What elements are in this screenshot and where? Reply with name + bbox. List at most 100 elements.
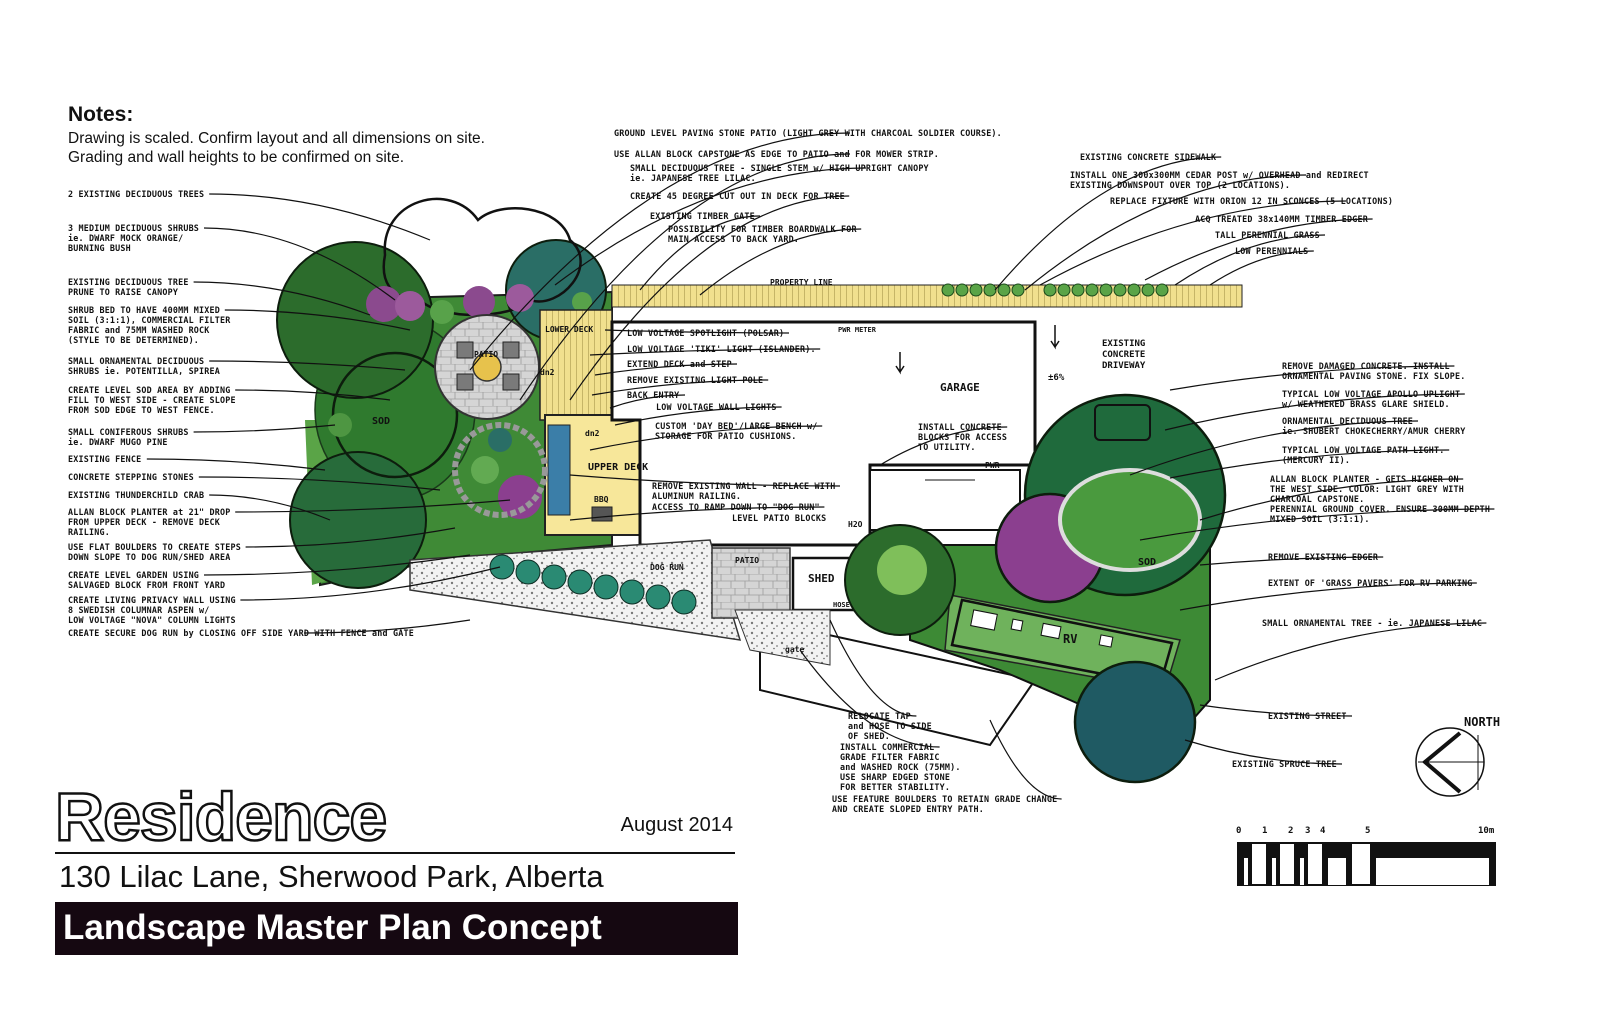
rv-window-1 — [970, 609, 998, 631]
right-annotations-6-line-0: REMOVE EXISTING EDGER — [1268, 552, 1379, 562]
left-annotations-11-leader — [245, 527, 456, 548]
patio-chair-3 — [456, 373, 474, 391]
right-top-annotations-1-leader — [1024, 174, 1307, 291]
center-annotations-8-line-0: ACCESS TO RAMP DOWN TO "DOG RUN" — [652, 502, 820, 512]
left-annotations-1-line-0: 3 MEDIUM DECIDUOUS SHRUBS — [68, 223, 199, 233]
label-patio: PATIO — [474, 350, 498, 359]
label-sod-1: SOD — [372, 416, 390, 427]
label-lower-deck: LOWER DECK — [545, 325, 593, 334]
top-annotations-3-line-0: CREATE 45 DEGREE CUT OUT IN DECK FOR TRE… — [630, 191, 845, 201]
timber-boardwalk — [611, 284, 1243, 308]
right-annotations-5-leader — [1139, 508, 1495, 541]
label-driveway-3: DRIVEWAY — [1102, 361, 1146, 371]
bottom-annotations-2-line-1: AND CREATE SLOPED ENTRY PATH. — [832, 804, 984, 814]
left-annotations-10-line-0: ALLAN BLOCK PLANTER at 21" DROP — [68, 507, 231, 517]
label-slope: ±6% — [1048, 373, 1065, 383]
rv-window-2 — [1010, 618, 1024, 632]
label-property-line: PROPERTY LINE — [770, 278, 833, 287]
right-annotations-4-line-0: ALLAN BLOCK PLANTER - GETS HIGHER ON — [1270, 474, 1459, 484]
center-annotations-10-line-0: INSTALL CONCRETE — [918, 422, 1002, 432]
garage-utility — [869, 469, 1021, 531]
shrub-small-5 — [328, 413, 352, 437]
top-annotations-0-leader — [469, 132, 851, 371]
title-divider — [55, 852, 735, 854]
center-annotations-2-line-0: EXTEND DECK and STEP — [627, 359, 732, 369]
left-annotations-1-line-1: ie. DWARF MOCK ORANGE/ — [68, 233, 183, 243]
left-annotations-0-line-0: 2 EXISTING DECIDUOUS TREES — [68, 189, 204, 199]
right-top-annotations-4-line-0: TALL PERENNIAL GRASS — [1215, 230, 1320, 240]
label-h2o: H2O — [848, 520, 863, 529]
gravel-strip — [734, 609, 831, 666]
top-annotations-5-line-0: POSSIBILITY FOR TIMBER BOARDWALK FOR — [668, 224, 857, 234]
right-annotations-5-line-0: PERENNIAL GROUND COVER. ENSURE 300MM DEP… — [1270, 504, 1490, 514]
right-top-annotations-1-line-1: EXISTING DOWNSPOUT OVER TOP (2 LOCATIONS… — [1070, 180, 1290, 190]
right-annotations-9-line-0: EXISTING STREET — [1268, 711, 1347, 721]
right-annotations-2-line-0: ORNAMENTAL DECIDUOUS TREE — [1282, 416, 1413, 426]
right-annotations-4-line-1: THE WEST SIDE. COLOR: LIGHT GREY WITH — [1270, 484, 1464, 494]
left-annotations-11-line-1: DOWN SLOPE TO DOG RUN/SHED AREA — [68, 552, 231, 562]
bottom-annotations-2-leader — [989, 719, 1062, 800]
left-annotations-5-line-0: CREATE LEVEL SOD AREA BY ADDING — [68, 385, 231, 395]
left-annotations-1-line-2: BURNING BUSH — [68, 243, 131, 253]
center-annotations-3-line-0: REMOVE EXISTING LIGHT POLE — [627, 375, 763, 385]
left-annotations-5-line-2: FROM SOD EDGE TO WEST FENCE. — [68, 405, 215, 415]
right-annotations-2-leader — [1129, 420, 1419, 476]
top-annotations-5-line-1: MAIN ACCESS TO BACK YARD. — [668, 234, 799, 244]
left-annotations-11-line-0: USE FLAT BOULDERS TO CREATE STEPS — [68, 542, 241, 552]
center-annotations-6-leader — [589, 425, 823, 451]
left-annotations-13-line-2: LOW VOLTAGE "NOVA" COLUMN LIGHTS — [68, 615, 236, 625]
right-annotations-5-line-1: MIXED SOIL (3:1:1). — [1270, 514, 1370, 524]
right-annotations-7-leader — [1179, 582, 1477, 611]
center-annotations-4-leader — [609, 394, 686, 409]
center-annotations-10-line-2: TO UTILITY. — [918, 442, 976, 452]
left-annotations-3-line-1: SOIL (3:1:1), COMMERCIAL FILTER — [68, 315, 231, 325]
center-annotations-7-line-1: ALUMINUM RAILING. — [652, 491, 741, 501]
label-shed: SHED — [808, 572, 835, 585]
plan-name: Landscape Master Plan Concept — [63, 908, 602, 947]
right-annotations-3-leader — [1169, 449, 1450, 479]
site-address: 130 Lilac Lane, Sherwood Park, Alberta — [59, 859, 604, 894]
left-annotations-13-leader — [240, 566, 501, 601]
label-dog-run: DOG RUN — [650, 563, 684, 572]
backyard-area — [276, 197, 641, 589]
label-rv: RV — [1063, 632, 1077, 646]
label-upper-deck: UPPER DECK — [588, 462, 648, 473]
left-annotations-14-leader — [303, 619, 471, 634]
left-annotations-2-line-1: PRUNE TO RAISE CANOPY — [68, 287, 179, 297]
notes-title: Notes: — [68, 103, 134, 126]
left-annotations-3-line-3: (STYLE TO BE DETERMINED). — [68, 335, 199, 345]
left-annotations-6-leader — [193, 424, 336, 433]
center-annotations-7-line-0: REMOVE EXISTING WALL - REPLACE WITH — [652, 481, 835, 491]
slope-arrow — [895, 352, 905, 375]
bottom-annotations-1-leader — [799, 649, 940, 748]
label-sod-2: SOD — [1138, 557, 1156, 568]
patio-chair-2 — [502, 341, 520, 359]
scale-tick-3: 3 — [1305, 826, 1310, 836]
label-patio-small: PATIO — [735, 556, 759, 565]
tree-near-shed-inner — [877, 545, 927, 595]
left-annotations-2-line-0: EXISTING DECIDUOUS TREE — [68, 277, 189, 287]
top-annotations: GROUND LEVEL PAVING STONE PATIO (LIGHT G… — [469, 128, 1002, 401]
shrub-small-1 — [430, 300, 454, 324]
left-annotations-2-leader — [193, 281, 371, 316]
shrub-purple-5 — [498, 475, 542, 519]
existing-spruce-tree — [1073, 660, 1197, 784]
right-annotations-10-line-0: EXISTING SPRUCE TREE — [1232, 759, 1337, 769]
shrub-small-2 — [572, 292, 592, 312]
top-annotations-4-leader — [639, 215, 761, 291]
right-annotations-0-line-1: ORNAMENTAL PAVING STONE. FIX SLOPE. — [1282, 371, 1465, 381]
existing-tree-sw — [289, 451, 427, 589]
slope-arrow-2 — [1050, 325, 1060, 350]
notes-line-1: Drawing is scaled. Confirm layout and al… — [68, 130, 485, 147]
label-driveway-2: CONCRETE — [1102, 350, 1145, 360]
notes-line-2: Grading and wall heights to be confirmed… — [68, 149, 405, 166]
left-annotations-6-line-0: SMALL CONIFEROUS SHRUBS — [68, 427, 189, 437]
right-annotations-8-leader — [1214, 622, 1487, 681]
shrub-small-3 — [471, 456, 499, 484]
left-annotations-3-line-0: SHRUB BED TO HAVE 400MM MIXED — [68, 305, 220, 315]
bottom-annotations-1-line-2: and WASHED ROCK (75MM). — [840, 762, 961, 772]
bottom-annotations-1-line-1: GRADE FILTER FABRIC — [840, 752, 940, 762]
label-gate: gate — [785, 645, 804, 654]
left-annotations-1-leader — [203, 227, 396, 301]
left-annotations-12-line-1: SALVAGED BLOCK FROM FRONT YARD — [68, 580, 225, 590]
